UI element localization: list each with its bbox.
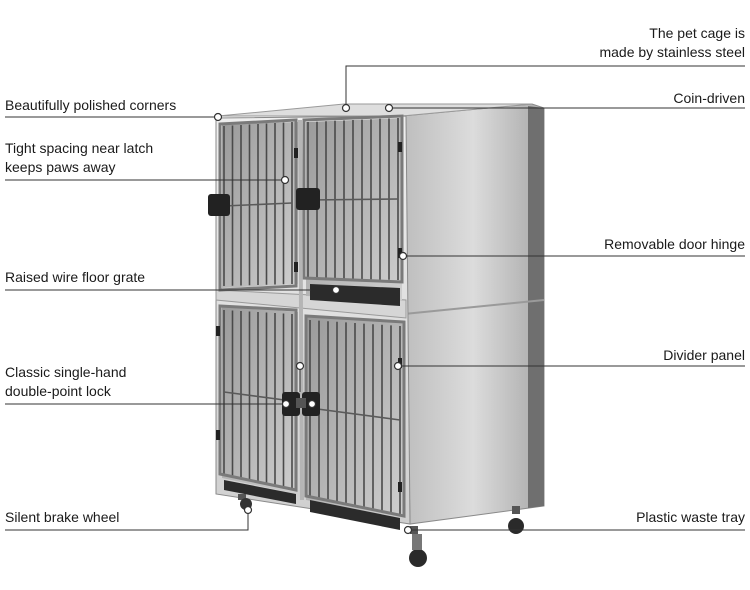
cage-top xyxy=(217,103,533,117)
compartment-top-right xyxy=(306,118,402,300)
door-crossbar xyxy=(309,407,401,421)
label-coin: Coin-driven xyxy=(673,89,745,108)
label-material-line1: The pet cage is xyxy=(649,25,745,41)
door-frame-bottom-right xyxy=(304,314,406,518)
label-lock: Classic single-hand double-point lock xyxy=(5,363,126,401)
label-divider: Divider panel xyxy=(663,346,745,365)
label-corners-line1: Beautifully polished corners xyxy=(5,97,177,113)
label-wheel: Silent brake wheel xyxy=(5,508,119,527)
label-tray: Plastic waste tray xyxy=(636,508,745,527)
waste-tray-bottom-right xyxy=(310,500,400,530)
lock-bottom-left xyxy=(282,392,300,416)
label-tray-line1: Plastic waste tray xyxy=(636,509,745,525)
door-crossbar xyxy=(307,198,399,201)
divider-strip xyxy=(298,119,304,501)
label-lock-line1: Classic single-hand xyxy=(5,364,127,380)
label-grate-line1: Raised wire floor grate xyxy=(5,269,146,285)
door-frame-bottom-left xyxy=(218,304,298,492)
label-grate: Raised wire floor grate xyxy=(5,268,145,287)
label-hinge: Removable door hinge xyxy=(604,235,745,254)
label-spacing: Tight spacing near latch keeps paws away xyxy=(5,139,153,177)
latch-top-left xyxy=(208,194,230,216)
waste-tray-bottom-left xyxy=(224,480,296,504)
label-material: The pet cage is made by stainless steel xyxy=(599,24,745,62)
callout-dots xyxy=(213,103,413,535)
door-crossbar xyxy=(223,202,293,207)
callout-lines xyxy=(5,65,745,531)
wheel-front-right xyxy=(409,526,427,567)
label-spacing-line1: Tight spacing near latch xyxy=(5,140,154,156)
label-divider-line1: Divider panel xyxy=(663,347,745,363)
label-coin-line1: Coin-driven xyxy=(673,90,745,106)
side-edge xyxy=(528,106,544,508)
label-material-line2: made by stainless steel xyxy=(599,44,745,60)
label-lock-line2: double-point lock xyxy=(5,383,111,399)
door-frame-top-left xyxy=(218,118,298,292)
label-wheel-line1: Silent brake wheel xyxy=(5,509,120,525)
latch-top-right xyxy=(296,188,320,210)
label-spacing-line2: keeps paws away xyxy=(5,159,116,175)
side-panel xyxy=(401,103,545,525)
door-crossbar xyxy=(223,391,293,402)
door-bars xyxy=(223,118,401,514)
label-corners: Beautifully polished corners xyxy=(5,96,176,115)
door-frame-top-right xyxy=(302,114,404,284)
label-hinge-line1: Removable door hinge xyxy=(604,236,745,252)
